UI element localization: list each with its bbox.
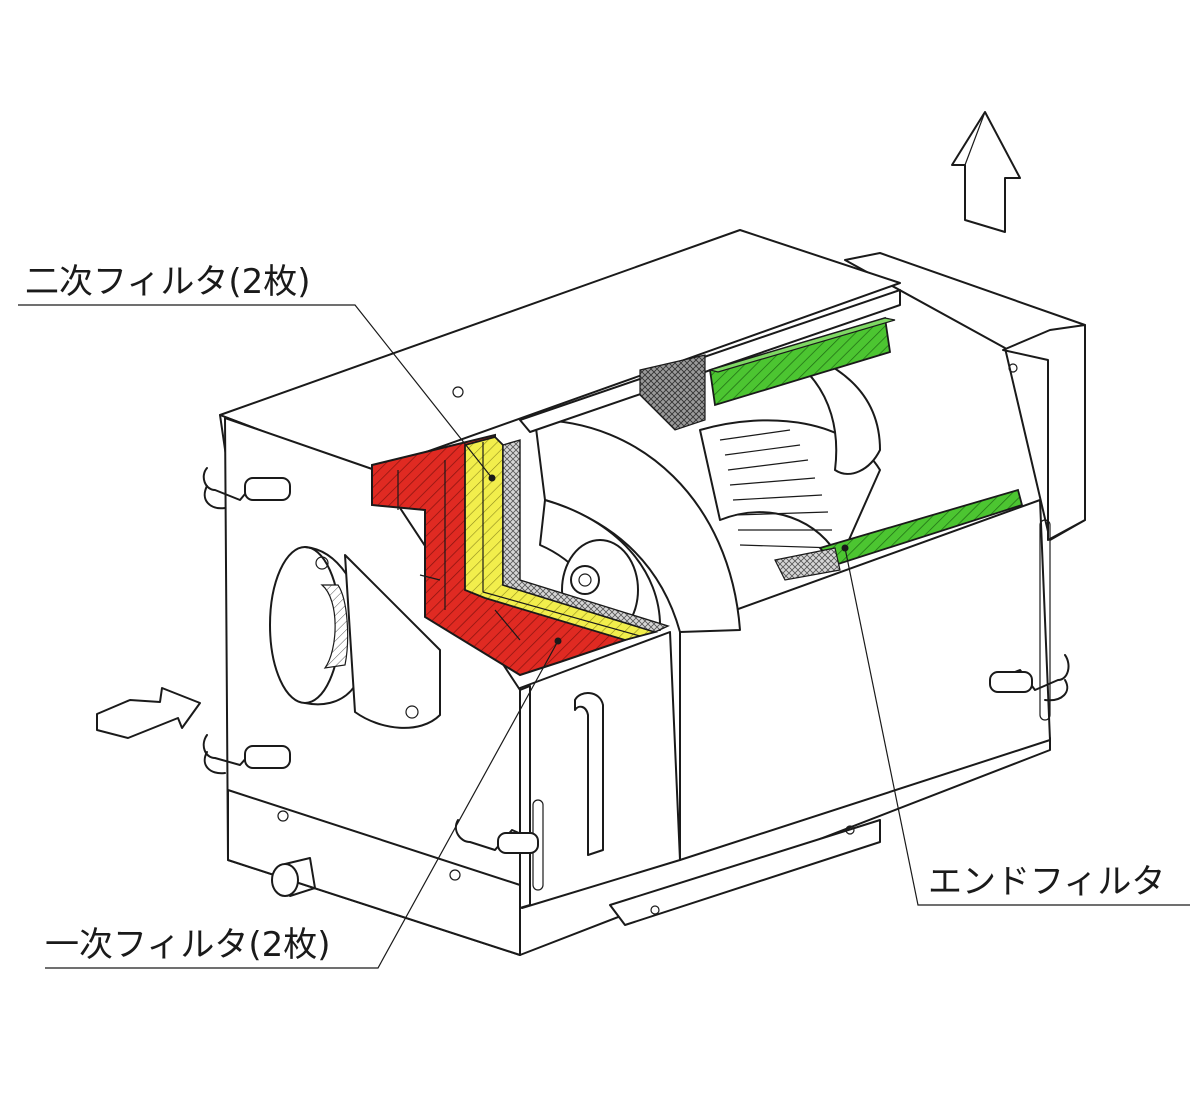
latch-front[interactable] (454, 819, 539, 854)
label-primary-filter: 一次フィルタ(2枚) (45, 925, 330, 965)
blower-fan (534, 359, 881, 641)
callout-dot-primary (554, 637, 562, 645)
latch-left-bottom[interactable] (202, 734, 291, 775)
callout-dot-end (841, 544, 849, 552)
inlet-duct (269, 546, 441, 729)
callout-dot-secondary (488, 474, 496, 482)
exhaust-duct (844, 252, 1086, 541)
label-secondary-filter: 二次フィルタ(2枚) (25, 262, 310, 302)
fan-shroud-mesh (639, 354, 706, 431)
label-end-filter: エンドフィルタ (928, 862, 1165, 902)
latch-left-top[interactable] (202, 467, 291, 510)
end-filter-lower (774, 488, 1024, 581)
end-filter-upper (707, 316, 896, 407)
callout-leaders (18, 304, 1190, 969)
arrow-up-icon (951, 111, 1021, 233)
arrow-right-icon (96, 687, 201, 739)
latch-right[interactable] (989, 654, 1070, 702)
